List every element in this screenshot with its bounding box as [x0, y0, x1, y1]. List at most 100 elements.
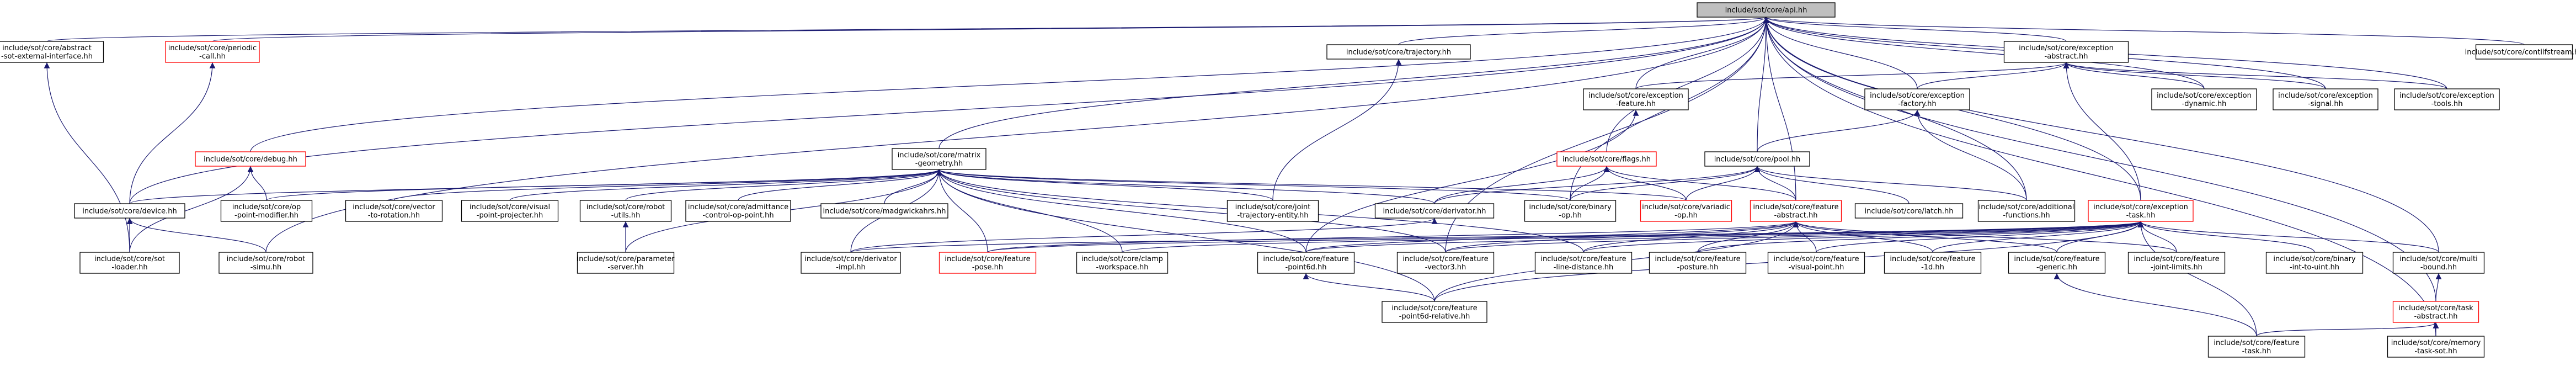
edge-api-to-memory-task-sot	[1763, 17, 2436, 337]
node-feature-1d[interactable]: include/sot/core/feature-1d.hh	[1884, 252, 1982, 274]
node-box	[1556, 151, 1657, 167]
edge-api-to-abstract-ext	[46, 17, 1768, 42]
node-feature-joint-limits[interactable]: include/sot/core/feature-joint-limits.hh	[2127, 252, 2226, 274]
node-box	[1854, 203, 1964, 219]
node-binary-int-to-uint[interactable]: include/sot/core/binary-int-to-uint.hh	[2265, 252, 2364, 274]
node-exc-feature[interactable]: include/sot/core/exception-feature.hh	[1583, 88, 1689, 110]
node-pool[interactable]: include/sot/core/pool.hh	[1704, 151, 1810, 167]
node-robot-simu[interactable]: include/sot/core/robot-simu.hh	[218, 252, 313, 274]
node-flags[interactable]: include/sot/core/flags.hh	[1556, 151, 1657, 167]
node-point-traj[interactable]: include/sot/core/joint-trajectory-entity…	[1226, 200, 1319, 222]
node-label-line: include/sot/core/feature	[1402, 255, 1488, 263]
node-feature-abstract[interactable]: include/sot/core/feature-abstract.hh	[1750, 200, 1842, 222]
node-label-line: include/sot/core/abstract	[2, 44, 92, 52]
node-box	[820, 203, 948, 219]
node-vector-to-rotation[interactable]: include/sot/core/vector-to-rotation.hh	[345, 200, 443, 222]
node-exc-signal[interactable]: include/sot/core/exception-signal.hh	[2273, 88, 2378, 110]
node-feature-line-distance[interactable]: include/sot/core/feature-line-distance.h…	[1534, 252, 1633, 274]
node-memory-task-sot[interactable]: include/sot/core/memory-task-sot.hh	[2387, 336, 2485, 358]
node-label-line: include/sot/core/memory	[2391, 339, 2481, 347]
node-label-line: -vector3.hh	[1425, 263, 1466, 272]
node-label-line: -point6d.hh	[1286, 263, 1327, 272]
node-visual-point-projecter[interactable]: include/sot/core/visual-point-projecter.…	[461, 200, 559, 222]
node-parameter-server[interactable]: include/sot/core/parameter-server.hh	[577, 252, 675, 274]
node-feature-vector3[interactable]: include/sot/core/feature-vector3.hh	[1396, 252, 1495, 274]
node-label-line: include/sot/core/robot	[586, 203, 665, 211]
edge-debug-to-op-point-modifier	[247, 166, 267, 201]
edge-api-to-contiifstream	[1763, 17, 2525, 45]
node-feature-visual-point[interactable]: include/sot/core/feature-visual-point.hh	[1767, 252, 1865, 274]
node-box	[2392, 301, 2479, 323]
edge-exc-task-to-feature-line-distance	[1583, 221, 2144, 253]
node-latch[interactable]: include/sot/core/latch.hh	[1854, 203, 1964, 219]
edge-matrix-geometry-to-admittance	[738, 169, 942, 201]
node-feature-pose[interactable]: include/sot/core/feature-pose.hh	[938, 252, 1037, 274]
node-label-line: -signal.hh	[2308, 100, 2343, 108]
node-label-line: include/sot/core/feature	[1391, 304, 1477, 312]
edge-api-to-task-abstract	[1763, 17, 2436, 302]
node-label-line: -simu.hh	[250, 263, 282, 272]
node-label-line: include/sot/core/matrix	[898, 151, 981, 160]
node-matrix-geometry[interactable]: include/sot/core/matrix-geometry.hh	[892, 148, 986, 170]
node-label-line: include/sot/core/exception	[2157, 92, 2252, 100]
node-contiifstream[interactable]: include/sot/core/contiifstream.hh	[2465, 44, 2576, 60]
node-exc-task[interactable]: include/sot/core/exception-task.hh	[2088, 200, 2194, 222]
node-exc-abstract[interactable]: include/sot/core/exception-abstract.hh	[2003, 41, 2129, 63]
node-feature-point6d-relative[interactable]: include/sot/core/feature-point6d-relativ…	[1382, 301, 1487, 323]
node-admittance[interactable]: include/sot/core/admittance-control-op-p…	[685, 200, 791, 222]
node-box	[2003, 41, 2129, 63]
node-debug[interactable]: include/sot/core/debug.hh	[195, 151, 306, 167]
node-feature-generic[interactable]: include/sot/core/feature-generic.hh	[2008, 252, 2106, 274]
node-sot-loader[interactable]: include/sot/core/sot-loader.hh	[79, 252, 180, 274]
node-derivator-impl[interactable]: include/sot/core/derivator-impl.hh	[801, 252, 901, 274]
node-label-line: include/sot/core/trajectory.hh	[1346, 49, 1451, 57]
edge-api-to-periodic	[212, 17, 1768, 42]
edge-exc-task-to-feature-vector3	[1445, 221, 2143, 253]
node-task-abstract[interactable]: include/sot/core/task-abstract.hh	[2392, 301, 2479, 323]
edge-api-to-exc-dynamic	[1763, 17, 2205, 89]
node-exc-dynamic[interactable]: include/sot/core/exception-dynamic.hh	[2151, 88, 2257, 110]
node-derivator[interactable]: include/sot/core/derivator.hh	[1374, 203, 1495, 219]
node-label-line: include/sot/core/device.hh	[82, 208, 177, 216]
node-exc-factory[interactable]: include/sot/core/exception-factory.hh	[1864, 88, 1970, 110]
node-box	[2392, 252, 2485, 274]
edge-flags-to-feature-abstract	[1603, 166, 1796, 201]
node-feature-point6d[interactable]: include/sot/core/feature-point6d.hh	[1257, 252, 1355, 274]
node-api[interactable]: include/sot/core/api.hh	[1697, 2, 1836, 18]
node-robot-utils[interactable]: include/sot/core/robot-utils.hh	[579, 200, 672, 222]
node-abstract-ext[interactable]: include/sot/core/abstract-sot-external-i…	[0, 41, 104, 63]
node-label-line: include/sot/core/op	[232, 203, 301, 211]
node-trajectory[interactable]: include/sot/core/trajectory.hh	[1326, 44, 1471, 60]
edge-abstract-ext-to-sot-loader	[44, 62, 130, 253]
node-label-line: include/sot/core/admittance	[688, 203, 788, 211]
node-clamp-workspace[interactable]: include/sot/core/clamp-workspace.hh	[1076, 252, 1169, 274]
edge-periodic-to-device	[129, 62, 216, 204]
node-label-line: include/sot/core/exception	[1588, 92, 1683, 100]
node-feature-posture[interactable]: include/sot/core/feature-posture.hh	[1649, 252, 1747, 274]
node-box	[2387, 336, 2485, 358]
edge-matrix-geometry-to-feature-point6d	[936, 169, 1306, 253]
node-label-line: -server.hh	[607, 263, 643, 272]
node-box	[579, 200, 672, 222]
node-device[interactable]: include/sot/core/device.hh	[74, 203, 185, 219]
edge-pool-to-variadic-op	[1686, 166, 1761, 201]
edge-matrix-geometry-to-op-point-modifier	[266, 169, 942, 201]
node-additional-functions[interactable]: include/sot/core/additional-functions.hh	[1977, 200, 2076, 222]
node-label-line: include/sot/core/derivator	[804, 255, 897, 263]
edge-api-to-exc-factory	[1763, 17, 1918, 89]
node-label-line: -factory.hh	[1898, 100, 1936, 108]
edge-derivator-to-derivator-impl	[850, 218, 1438, 253]
node-exc-tools[interactable]: include/sot/core/exception-tools.hh	[2394, 88, 2500, 110]
node-periodic[interactable]: include/sot/core/periodic-call.hh	[165, 41, 260, 63]
node-op-point-modifier[interactable]: include/sot/core/op-point-modifier.hh	[220, 200, 313, 222]
node-multi-bound[interactable]: include/sot/core/multi-bound.hh	[2392, 252, 2485, 274]
node-binary-op[interactable]: include/sot/core/binary-op.hh	[1524, 200, 1617, 222]
node-label-line: include/sot/core/feature	[2214, 339, 2299, 347]
node-box	[801, 252, 901, 274]
node-variadic-op[interactable]: include/sot/core/variadic-op.hh	[1640, 200, 1732, 222]
node-madgwick[interactable]: include/sot/core/madgwickahrs.hh	[820, 203, 948, 219]
node-label-line: include/sot/core/feature	[2014, 255, 2099, 263]
edge-multi-bound-to-task-abstract	[2435, 273, 2442, 302]
edge-feature-abstract-to-feature-posture	[1697, 221, 1799, 253]
node-feature-task[interactable]: include/sot/core/feature-task.hh	[2207, 336, 2306, 358]
